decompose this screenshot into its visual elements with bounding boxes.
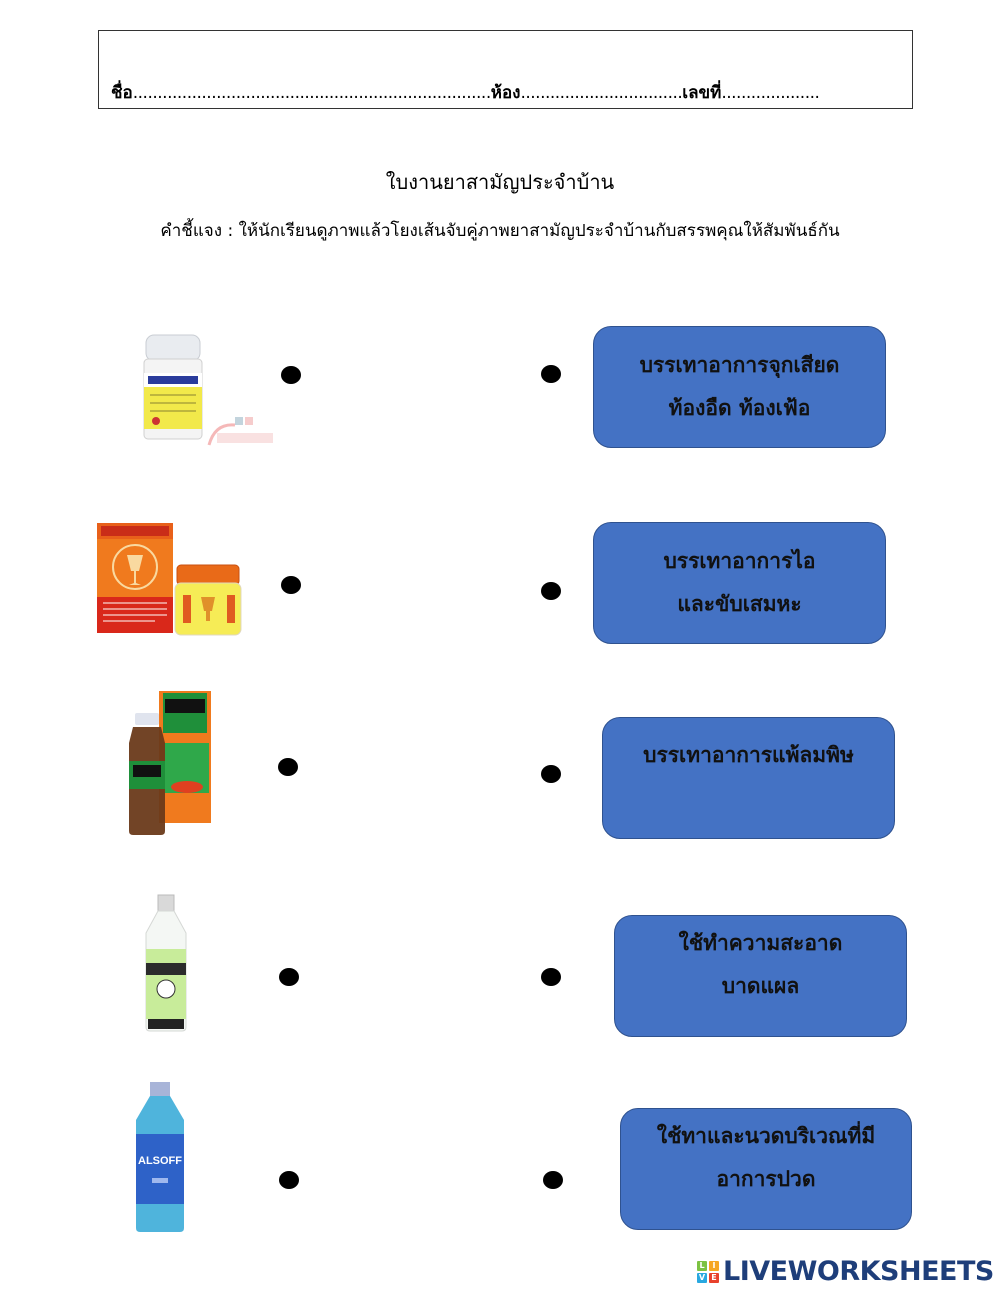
student-info-line: ชื่อ....................................… [111,79,820,106]
product-image-2 [95,517,245,639]
answer-box-2: บรรเทาอาการไอ และขับเสมหะ [593,522,886,644]
answer-1-line-2: ท้องอืด ท้องเฟ้อ [668,396,811,420]
left-match-dot-5[interactable] [279,1171,299,1189]
instruction-text: คำชี้แจง : ให้นักเรียนดูภาพแล้วโยงเส้นจั… [160,221,840,241]
worksheet-title: ใบงานยาสามัญประจำบ้าน [385,170,615,194]
name-label: ชื่อ [111,83,133,103]
right-match-dot-1[interactable] [541,365,561,383]
alsoff-bottle-icon: ALSOFF [136,1082,184,1232]
product-image-3 [125,687,215,837]
right-match-dot-4[interactable] [541,968,561,986]
watermark-logo [205,413,277,449]
number-label: เลขที่ [682,83,722,103]
product-image-5: ALSOFF [130,1082,190,1234]
left-match-dot-3[interactable] [278,758,298,776]
name-field[interactable]: ........................................… [132,83,491,103]
right-match-dot-3[interactable] [541,765,561,783]
answer-box-4: ใช้ทำความสะอาด บาดแผล [614,915,907,1037]
answer-1-line-1: บรรเทาอาการจุกเสียด [639,353,840,377]
answer-box-3: บรรเทาอาการแพ้ลมพิษ [602,717,895,839]
answer-2-line-2: และขับเสมหะ [677,592,802,616]
answer-3-line-1: บรรเทาอาการแพ้ลมพิษ [643,743,854,767]
answer-4-line-1: ใช้ทำความสะอาด [678,931,843,955]
medicine-bottle-icon [143,334,203,440]
logo-text: LIVEWORKSHEETS [723,1256,994,1287]
answer-box-1: บรรเทาอาการจุกเสียด ท้องอืด ท้องเฟ้อ [593,326,886,448]
answer-5-line-1: ใช้ทาและนวดบริเวณที่มี [656,1124,876,1148]
product-image-4 [140,893,192,1033]
answer-5-line-2: อาการปวด [716,1167,816,1191]
alsoff-label: ALSOFF [138,1155,182,1167]
right-match-dot-2[interactable] [541,582,561,600]
liveworksheets-logo[interactable]: L I V E LIVEWORKSHEETS [697,1256,994,1287]
number-field[interactable]: .................... [721,83,820,103]
room-field[interactable]: ................................. [520,83,683,103]
watermark-icon [207,417,273,446]
live-grid-icon: L I V E [697,1260,719,1283]
left-match-dot-1[interactable] [281,366,301,384]
answer-4-line-2: บาดแผล [721,974,800,998]
cough-syrup-icon [129,691,211,835]
balm-jar-icon [97,523,242,636]
room-label: ห้อง [490,83,521,103]
left-match-dot-2[interactable] [281,576,301,594]
student-info-box: ชื่อ....................................… [98,30,913,109]
left-match-dot-4[interactable] [279,968,299,986]
right-match-dot-5[interactable] [543,1171,563,1189]
answer-box-5: ใช้ทาและนวดบริเวณที่มี อาการปวด [620,1108,912,1230]
saline-bottle-icon [145,894,187,1032]
answer-2-line-1: บรรเทาอาการไอ [663,549,816,573]
product-image-1 [138,333,208,443]
